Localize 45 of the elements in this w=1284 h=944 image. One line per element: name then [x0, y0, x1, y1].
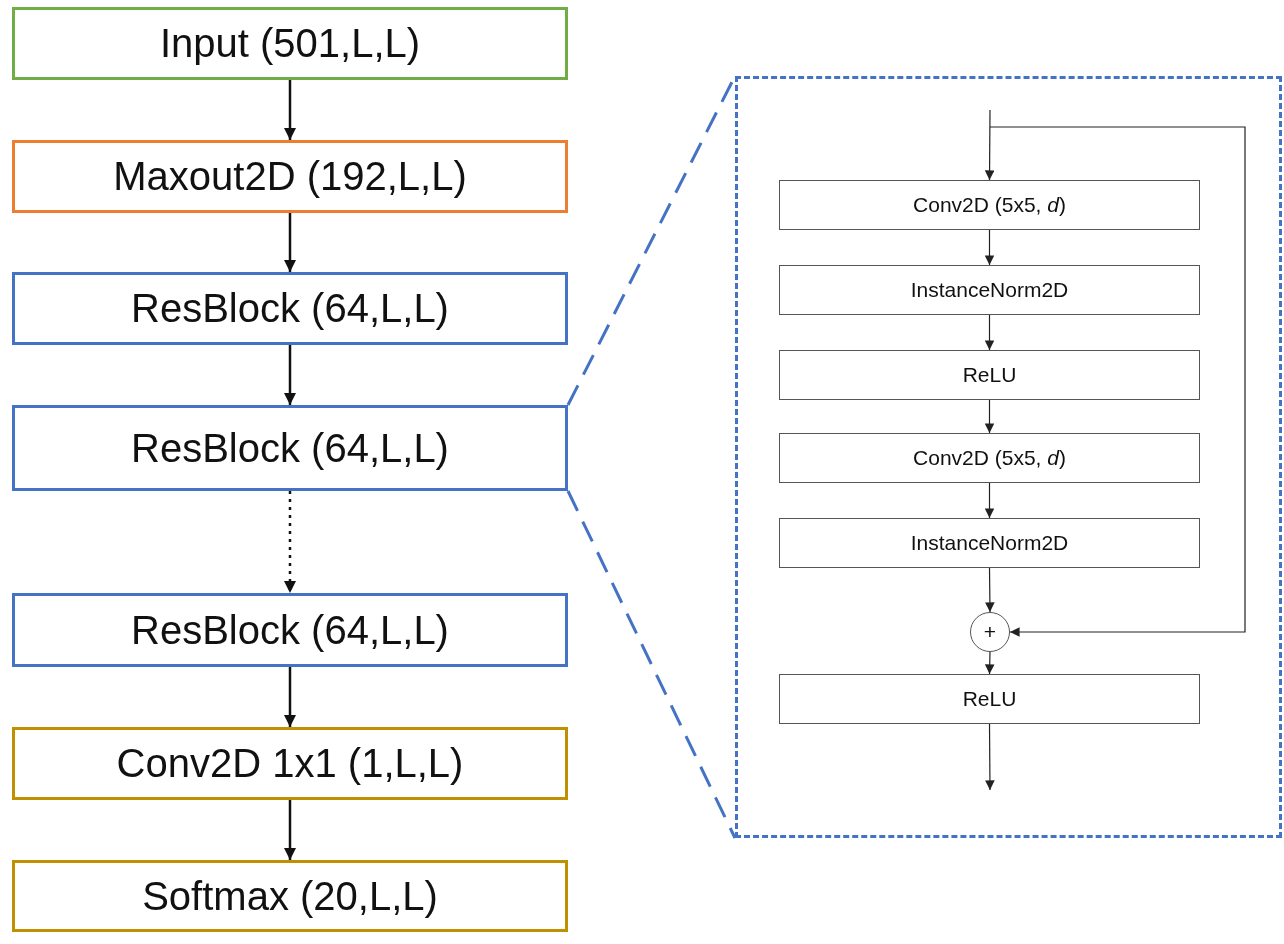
arrow [283, 667, 297, 727]
layer-label: InstanceNorm2D [910, 531, 1069, 555]
layer-label: ReLU [962, 687, 1017, 711]
arrow [283, 213, 297, 272]
arrow [283, 345, 297, 405]
layer-label: Maxout2D (192,L,L) [113, 154, 467, 199]
layer-label: ResBlock (64,L,L) [131, 286, 449, 331]
arrow [989, 126, 1246, 637]
layer-label: InstanceNorm2D [910, 278, 1069, 302]
arrow [283, 800, 297, 860]
arrow [984, 229, 995, 266]
arrow [985, 723, 995, 791]
arrow [984, 314, 995, 351]
layer-box [12, 272, 568, 345]
layer-label: ResBlock (64,L,L) [131, 607, 449, 653]
layer-label: Input (501,L,L) [159, 21, 421, 66]
layer-box [779, 350, 1200, 400]
layer-label: ReLU [962, 363, 1017, 387]
layer-label: + [983, 620, 997, 644]
layer-box [779, 433, 1200, 483]
zoom-line [566, 490, 737, 839]
layer-label: Conv2D (5x5, d) [913, 446, 1066, 470]
layer-box [779, 265, 1200, 315]
arrow [985, 567, 995, 613]
arrow [283, 491, 297, 593]
layer-box [12, 727, 568, 800]
arrow [984, 651, 995, 675]
layer-label: Softmax (20,L,L) [142, 873, 438, 919]
arrow [283, 80, 297, 140]
layer-box [12, 405, 568, 491]
arrow [984, 109, 995, 181]
layer-box [12, 140, 568, 213]
layer-box [779, 674, 1200, 724]
layer-box [12, 593, 568, 667]
layer-box [12, 7, 568, 80]
layer-label: Conv2D 1x1 (1,L,L) [116, 741, 464, 786]
layer-box [779, 180, 1200, 230]
layer-box [12, 860, 568, 932]
zoom-panel [735, 76, 1282, 838]
arrow [984, 399, 995, 434]
layer-box [779, 518, 1200, 568]
layer-label: ResBlock (64,L,L) [131, 425, 449, 471]
sum-circle [970, 612, 1010, 652]
arrow [984, 482, 995, 519]
layer-label: Conv2D (5x5, d) [913, 193, 1066, 217]
